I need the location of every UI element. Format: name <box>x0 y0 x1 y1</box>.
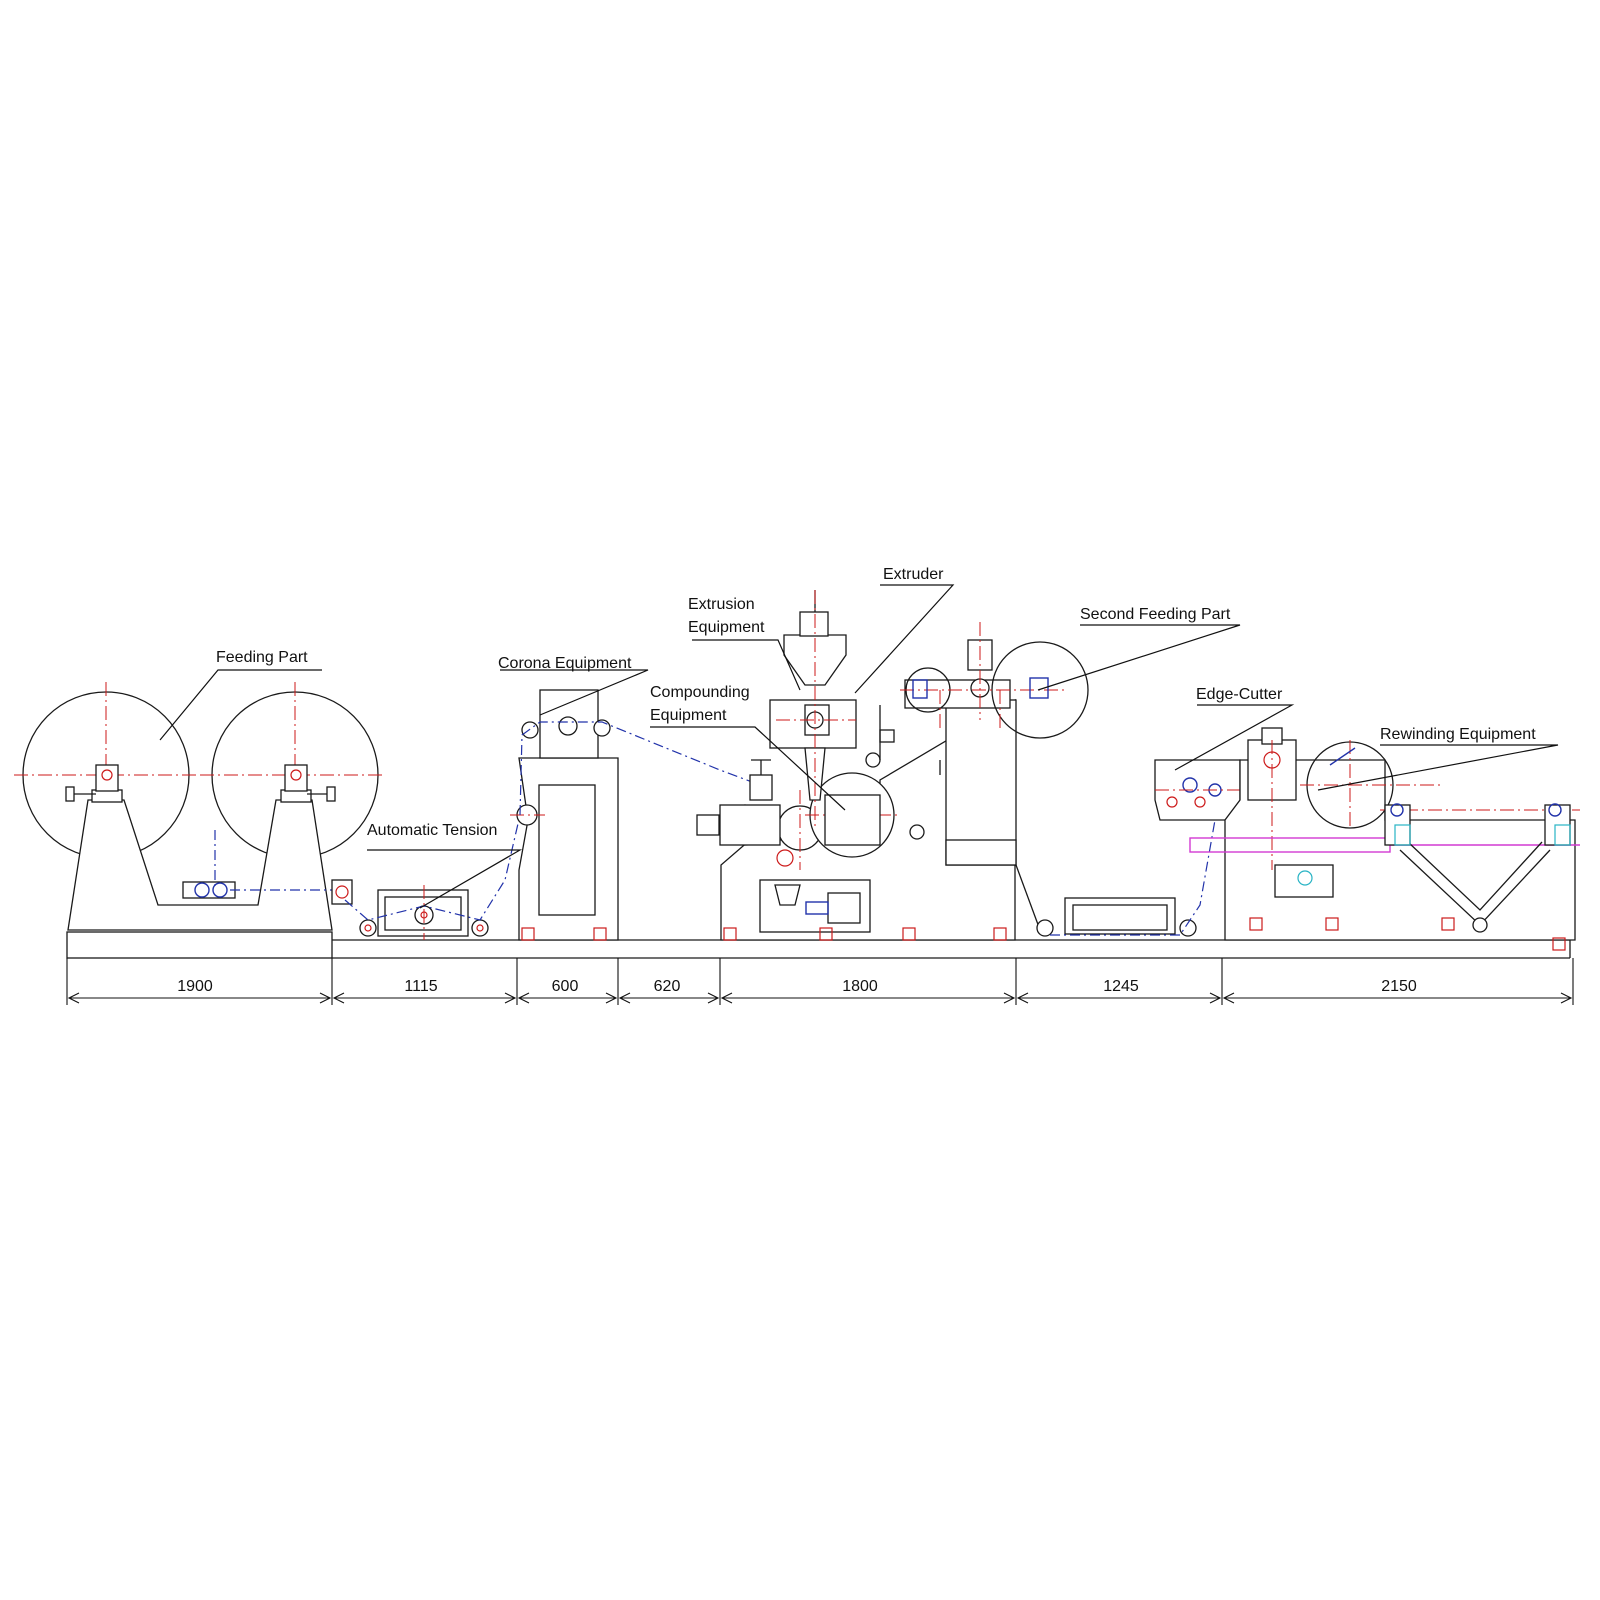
dimension-1900: 1900 <box>177 978 213 995</box>
label-compounding-equipment-1: Compounding <box>650 684 750 701</box>
label-rewinding-equipment: Rewinding Equipment <box>1380 726 1536 743</box>
compounding-extrusion-unit <box>696 590 1089 941</box>
leader-lines <box>159 584 1559 909</box>
label-compounding-equipment-2: Equipment <box>650 707 727 724</box>
dimension-620: 620 <box>654 978 681 995</box>
automatic-tension-unit <box>344 814 521 940</box>
dimension-1245: 1245 <box>1103 978 1139 995</box>
dimension-600: 600 <box>552 978 579 995</box>
label-automatic-tension: Automatic Tension <box>367 822 497 839</box>
callout-labels: Feeding Part Automatic Tension Corona Eq… <box>216 566 1536 839</box>
dimension-lines: 1900 1115 600 620 1800 1245 2150 <box>66 958 1574 1005</box>
dimension-2150: 2150 <box>1381 978 1417 995</box>
label-feeding-part: Feeding Part <box>216 649 308 666</box>
label-corona-equipment: Corona Equipment <box>498 655 632 672</box>
cooling-bed-unit <box>1036 819 1216 937</box>
dimension-1800: 1800 <box>842 978 878 995</box>
edge-cutter-unit <box>1154 759 1241 821</box>
label-edge-cutter: Edge-Cutter <box>1196 686 1283 703</box>
corona-unit <box>510 689 761 941</box>
feeding-part-unit <box>14 682 386 931</box>
label-extruder: Extruder <box>883 566 944 583</box>
dimension-1115: 1115 <box>404 978 437 995</box>
label-extrusion-equipment-1: Extrusion <box>688 596 755 613</box>
rewinding-unit <box>1189 727 1580 951</box>
label-extrusion-equipment-2: Equipment <box>688 619 765 636</box>
label-second-feeding-part: Second Feeding Part <box>1080 606 1231 623</box>
